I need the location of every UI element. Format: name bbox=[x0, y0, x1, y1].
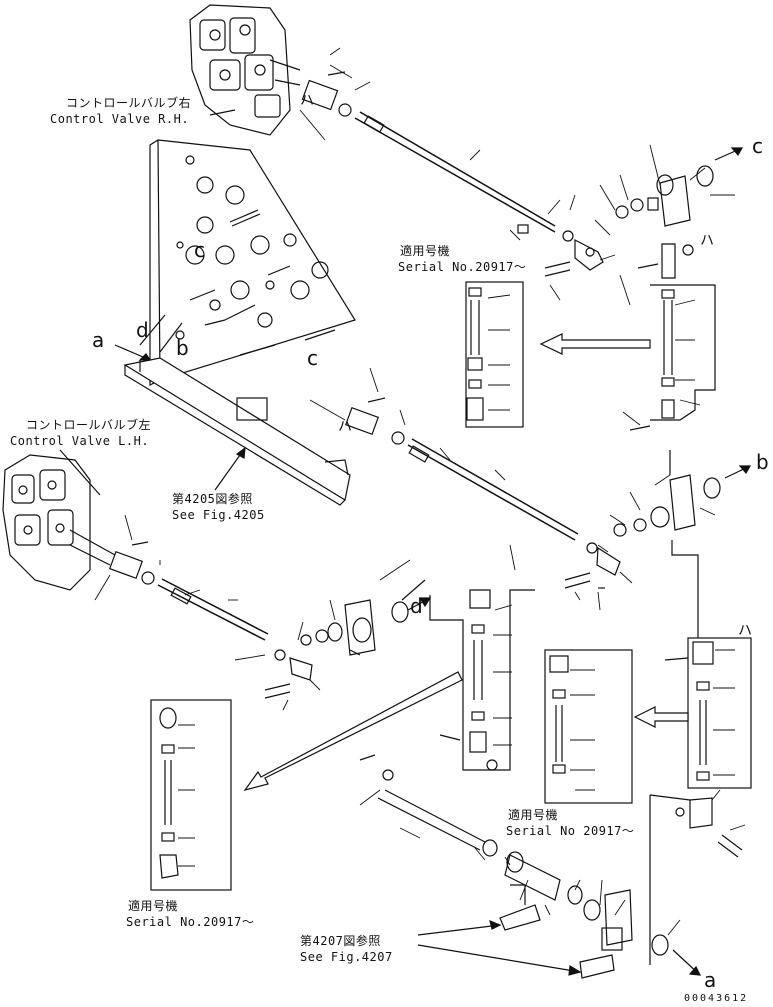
drawing-number: 00043612 bbox=[684, 993, 749, 1004]
lower-cross-shaft bbox=[359, 734, 743, 979]
middle-rod-assembly bbox=[344, 397, 721, 589]
serial-bottom-label-en: Serial No.20917～ bbox=[126, 915, 255, 929]
fig4207-ref-jp: 第4207図参照 bbox=[300, 934, 381, 948]
serial-mid-label-jp: 適用号機 bbox=[508, 808, 559, 822]
ref-b-right: b bbox=[756, 450, 770, 474]
mounting-plate bbox=[123, 139, 356, 506]
control-valve-rh-label-en: Control Valve R.H. bbox=[50, 112, 190, 126]
control-valve-lh-label-jp: コントロールバルブ左 bbox=[26, 418, 152, 432]
ref-ha-mid: ハ bbox=[338, 419, 353, 435]
leader-lines bbox=[94, 47, 746, 936]
fig4205-ref-en: See Fig.4205 bbox=[172, 508, 265, 522]
ref-a-left: a bbox=[92, 328, 105, 352]
upper-rod-assembly bbox=[301, 71, 714, 279]
rod-detail-boxes bbox=[150, 281, 752, 891]
ref-c-plate-top: c bbox=[194, 238, 206, 262]
control-valve-rh-label-jp: コントロールバルブ右 bbox=[66, 96, 192, 110]
serial-top-label-jp: 適用号機 bbox=[400, 244, 451, 258]
ref-c-plate-mid: c bbox=[307, 346, 319, 370]
ref-d-frame: d bbox=[136, 318, 150, 342]
ref-ha-top: ハ bbox=[300, 93, 315, 109]
control-valve-rh bbox=[189, 4, 301, 136]
ref-d-mid: d bbox=[410, 594, 424, 618]
serial-top-label-en: Serial No.20917～ bbox=[398, 260, 527, 274]
lower-rod-assembly bbox=[108, 541, 409, 699]
ref-a-bottom: a bbox=[704, 968, 717, 992]
serial-mid-label-en: Serial No 20917～ bbox=[506, 824, 635, 838]
arrows bbox=[59, 109, 752, 976]
ref-c-right: c bbox=[752, 134, 764, 158]
ref-b-frame: b bbox=[176, 336, 190, 360]
fig4205-ref-jp: 第4205図参照 bbox=[172, 492, 253, 506]
serial-bottom-label-jp: 適用号機 bbox=[128, 899, 179, 913]
ref-ha-lh: ハ bbox=[738, 623, 753, 639]
control-valve-lh-label-en: Control Valve L.H. bbox=[10, 434, 150, 448]
ref-ha-right: ハ bbox=[700, 233, 715, 249]
control-valve-lh bbox=[2, 454, 116, 591]
fig4207-ref-en: See Fig.4207 bbox=[300, 950, 393, 964]
